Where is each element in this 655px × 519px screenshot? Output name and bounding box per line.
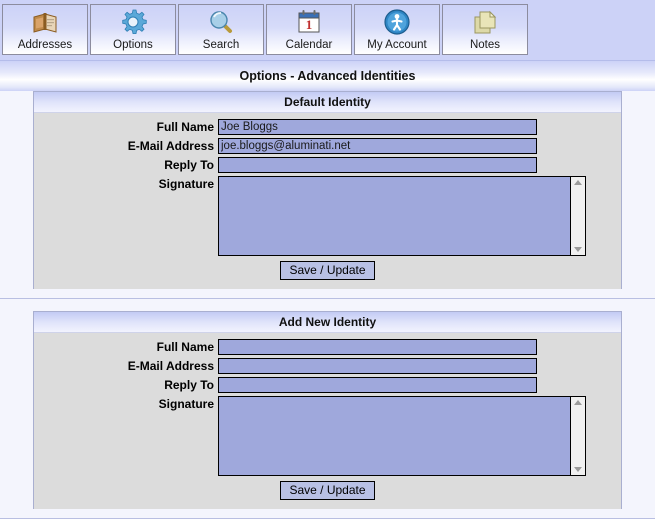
form-row-full-name-new: Full Name [34,339,621,355]
input-reply-to-new[interactable] [218,377,537,393]
label-full-name-new: Full Name [156,340,214,354]
signature-scrollbar-new[interactable] [570,397,585,475]
label-full-name: Full Name [156,120,214,134]
panel-default-identity: Default Identity Full Name E-Mail Addres… [33,91,622,289]
label-email-address: E-Mail Address [127,139,214,153]
notes-pages-icon [443,5,527,39]
gear-icon [91,5,175,39]
save-update-button-default[interactable]: Save / Update [280,261,375,280]
panel-heading-add-new-identity: Add New Identity [34,312,621,333]
toolbar-button-my-account[interactable]: My Account [354,4,440,55]
scroll-down-arrow-icon[interactable] [574,467,582,472]
label-signature-new: Signature [158,397,214,411]
toolbar-button-search[interactable]: Search [178,4,264,55]
input-email-address-new[interactable] [218,358,537,374]
form-row-reply-to-new: Reply To [34,377,621,393]
address-book-icon [3,5,87,39]
magnifier-icon [179,5,263,39]
person-circle-icon [355,5,439,39]
input-full-name-new[interactable] [218,339,537,355]
toolbar-label-options: Options [113,39,153,51]
scroll-down-arrow-icon[interactable] [574,247,582,252]
scroll-up-arrow-icon[interactable] [574,180,582,185]
input-full-name[interactable] [218,119,537,135]
panel-heading-default-identity: Default Identity [34,92,621,113]
toolbar-button-options[interactable]: Options [90,4,176,55]
toolbar-label-addresses: Addresses [17,39,73,51]
toolbar-button-notes[interactable]: Notes [442,4,528,55]
label-reply-to-new: Reply To [164,378,214,392]
toolbar: Addresses Options Searc [0,0,655,61]
input-email-address[interactable] [218,138,537,154]
label-email-address-new: E-Mail Address [127,359,214,373]
form-row-reply-to: Reply To [34,157,621,173]
scroll-up-arrow-icon[interactable] [574,400,582,405]
signature-scrollbar[interactable] [570,177,585,255]
toolbar-label-search: Search [202,39,240,51]
form-row-email: E-Mail Address [34,138,621,154]
toolbar-button-addresses[interactable]: Addresses [2,4,88,55]
form-row-full-name: Full Name [34,119,621,135]
panel-add-new-identity: Add New Identity Full Name E-Mail Addres… [33,311,622,509]
form-row-email-new: E-Mail Address [34,358,621,374]
input-reply-to[interactable] [218,157,537,173]
textarea-signature[interactable] [218,176,586,256]
toolbar-label-notes: Notes [469,39,501,51]
form-row-signature: Signature [34,176,621,256]
form-row-signature-new: Signature [34,396,621,476]
toolbar-label-my-account: My Account [367,39,427,51]
panel-divider-top [0,298,655,299]
calendar-icon: 1 [267,5,351,39]
label-signature: Signature [158,177,214,191]
toolbar-button-calendar[interactable]: 1 Calendar [266,4,352,55]
page-title: Options - Advanced Identities [0,61,655,91]
label-reply-to: Reply To [164,158,214,172]
toolbar-label-calendar: Calendar [285,39,333,51]
save-update-button-new[interactable]: Save / Update [280,481,375,500]
svg-text:1: 1 [306,17,313,32]
textarea-signature-new[interactable] [218,396,586,476]
